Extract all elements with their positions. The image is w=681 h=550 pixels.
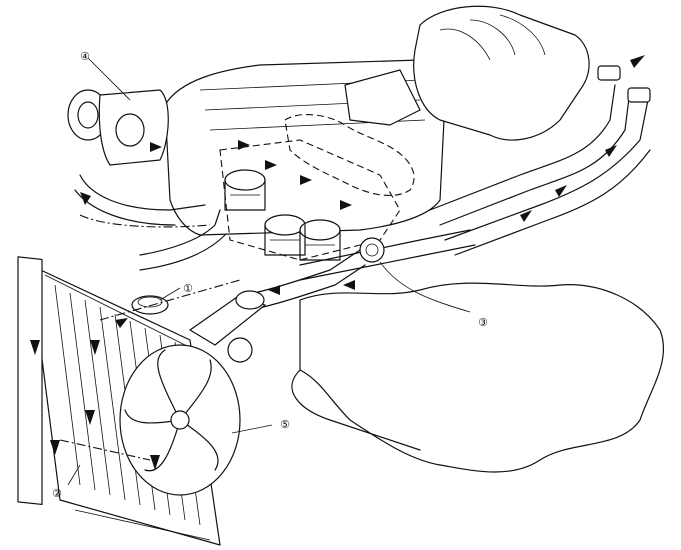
- coolant-return-path: [59, 214, 241, 461]
- filler-neck-assembly: [189, 290, 266, 363]
- heater-connectors: [597, 65, 651, 103]
- callout-thermostat: ③: [478, 316, 488, 329]
- spark-plug-cluster: [284, 114, 415, 196]
- cooling-fan: [119, 344, 241, 496]
- water-pump-housing: [67, 89, 169, 166]
- throttle-body: [344, 69, 421, 126]
- callout-cooling-fan: ⑤: [280, 418, 290, 431]
- thermostat: [359, 237, 385, 263]
- block-coolant-flow: [219, 139, 401, 261]
- lower-radiator-hose: [139, 209, 226, 271]
- heater-hose-upper: [429, 84, 631, 226]
- coolant-flow-arrows: [30, 55, 645, 470]
- heater-hose-lower: [444, 99, 651, 256]
- pistons: [224, 169, 341, 261]
- engine-lower-outline: [299, 282, 665, 473]
- intake-manifold: [413, 5, 590, 141]
- bypass-hose: [299, 229, 476, 281]
- leader-lines: [67, 57, 471, 486]
- oil-pan-outline: [291, 369, 421, 451]
- callout-water-pump-housing: ④: [80, 50, 90, 63]
- intake-runners: [439, 14, 546, 61]
- pump-outlet-pipe: [74, 174, 206, 226]
- radiator-cap: [131, 295, 169, 315]
- callout-radiator-cap: ①: [183, 282, 193, 295]
- callout-radiator: ②: [52, 487, 62, 500]
